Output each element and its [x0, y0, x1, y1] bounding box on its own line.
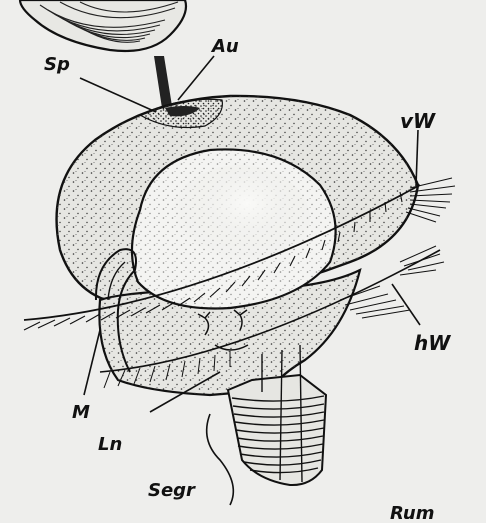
leader-vw: [416, 130, 418, 186]
inner-mass: [132, 149, 336, 308]
label-m: M: [72, 402, 90, 423]
label-au: Au: [210, 36, 239, 57]
label-vw: vW: [400, 109, 436, 133]
stalk: [154, 56, 172, 108]
leader-m: [84, 330, 100, 395]
leader-segr: [207, 414, 234, 505]
leader-hw: [392, 284, 420, 325]
label-segr: Segr: [148, 480, 196, 501]
leader-au: [178, 56, 214, 100]
label-hw: hW: [414, 331, 451, 355]
label-sp: Sp: [44, 54, 70, 75]
label-rum: Rum: [390, 503, 434, 519]
label-ln: Ln: [98, 434, 122, 455]
shell: [20, 0, 186, 51]
leader-sp: [80, 78, 156, 112]
